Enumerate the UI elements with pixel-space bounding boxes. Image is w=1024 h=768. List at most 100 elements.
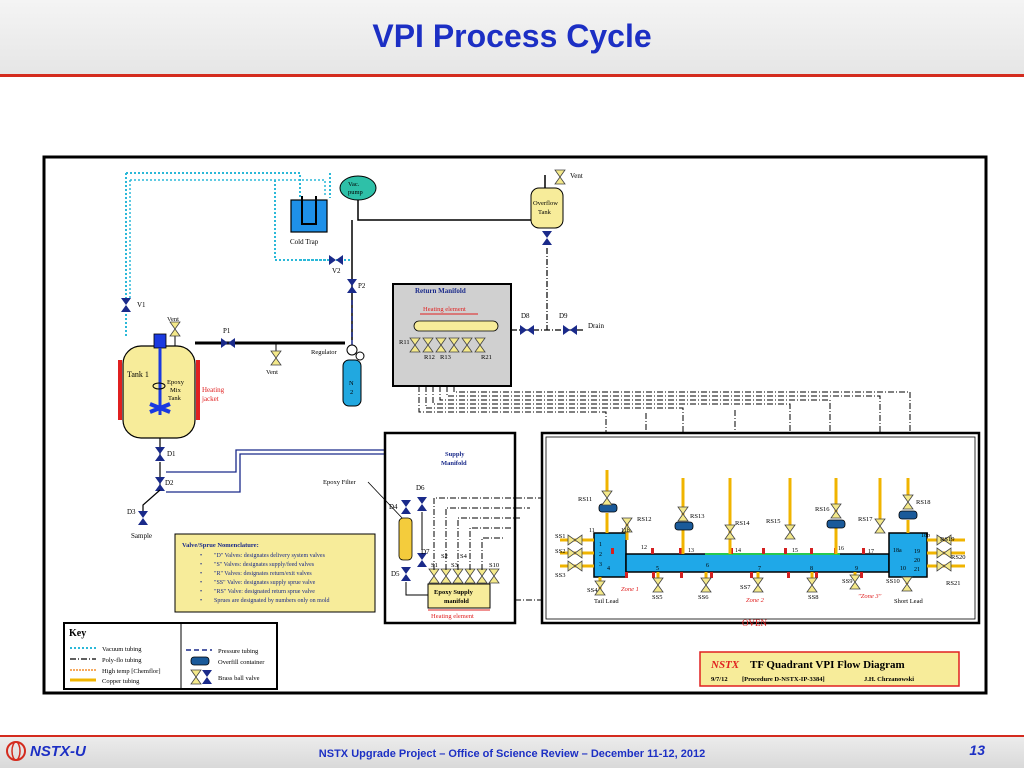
port-number: 21 bbox=[914, 567, 920, 573]
overflow-tank bbox=[530, 187, 564, 229]
label-ss5: SS5 bbox=[652, 594, 662, 601]
vac-pump-label-2: pump bbox=[348, 189, 363, 196]
key-item-overfill: Overfill container bbox=[218, 659, 265, 666]
label-d9: D9 bbox=[559, 312, 568, 320]
cold-trap bbox=[290, 199, 328, 233]
label-ss9: SS9 bbox=[842, 578, 852, 585]
mix-tank-label-1: Epoxy bbox=[167, 379, 185, 386]
label-r11: R11 bbox=[399, 339, 410, 346]
label-ss10: SS10 bbox=[886, 578, 900, 585]
key-item-polyflo: Poly-flo tubing bbox=[102, 657, 142, 664]
header-divider bbox=[0, 74, 1024, 77]
label-rs21: RS21 bbox=[946, 580, 960, 587]
label-d6: D6 bbox=[416, 484, 425, 492]
slide-footer bbox=[0, 737, 1024, 768]
label-r12: R12 bbox=[424, 354, 435, 361]
key-title: Key bbox=[69, 628, 86, 639]
mold-right-block bbox=[888, 532, 928, 578]
heating-element-top-label: Heating element bbox=[423, 306, 466, 313]
nomenclature-box bbox=[174, 533, 376, 613]
mix-tank-label-2: Mix bbox=[170, 387, 182, 394]
nomenclature-bullet: • bbox=[200, 598, 202, 604]
drain-label: Drain bbox=[588, 322, 604, 330]
regulator-label: Regulator bbox=[311, 349, 337, 356]
label-rs20: RS20 bbox=[951, 554, 965, 561]
zone-3-label: "Zone 3" bbox=[858, 593, 882, 600]
port-number: 16 bbox=[838, 546, 844, 552]
sample-label: Sample bbox=[131, 532, 152, 540]
epoxy-filter bbox=[398, 517, 413, 561]
label-ss3: SS3 bbox=[555, 572, 565, 579]
label-v2: V2 bbox=[332, 267, 341, 275]
label-d1: D1 bbox=[167, 450, 176, 458]
n2-label-1: N bbox=[349, 380, 354, 387]
key-box bbox=[63, 622, 278, 690]
overflow-label-1: Overflow bbox=[533, 200, 558, 207]
port-number: 5 bbox=[656, 566, 659, 572]
label-r21: R21 bbox=[481, 354, 492, 361]
return-manifold-box bbox=[392, 283, 512, 387]
label-d8: D8 bbox=[521, 312, 530, 320]
title-block-date: 9/7/12 bbox=[711, 676, 728, 683]
mix-tank-label-3: Tank bbox=[168, 395, 182, 402]
nomenclature-item: "RS" Valve: designated return sprue valv… bbox=[214, 589, 315, 595]
port-number: 1 bbox=[599, 542, 602, 548]
heating-jacket-label-1: Heating bbox=[202, 386, 225, 394]
nomenclature-bullet: • bbox=[200, 571, 202, 577]
key-item-vacuum: Vacuum tubing bbox=[102, 646, 142, 653]
mold-left-block bbox=[593, 532, 627, 578]
title-block-procedure: [Procedure D-NSTX-IP-3384] bbox=[742, 676, 825, 683]
port-number: 4 bbox=[607, 566, 610, 572]
cold-trap-label: Cold Trap bbox=[290, 238, 319, 246]
zone-1-label: Zone 1 bbox=[621, 586, 639, 593]
key-item-copper: Copper tubing bbox=[102, 678, 140, 685]
label-d2: D2 bbox=[165, 479, 174, 487]
nomenclature-item: "SS" Valve: designates supply sprue valv… bbox=[214, 580, 316, 586]
epoxy-filter-label: Epoxy Filter bbox=[323, 479, 357, 486]
vac-pump-label-1: Vac. bbox=[348, 181, 360, 188]
footer-divider bbox=[0, 735, 1024, 737]
title-block-nstx: NSTX bbox=[710, 659, 740, 671]
title-block-title: TF Quadrant VPI Flow Diagram bbox=[750, 659, 905, 671]
port-number: 6 bbox=[706, 563, 709, 569]
port-number: 14 bbox=[735, 548, 741, 554]
epoxy-supply-label-1: Epoxy Supply bbox=[434, 589, 474, 596]
key-item-pressure: Pressure tubing bbox=[218, 648, 259, 655]
tank-1-label: Tank 1 bbox=[127, 370, 149, 379]
label-rs19: RS19 bbox=[940, 536, 954, 543]
port-number: 19 bbox=[914, 549, 920, 555]
port-number: 17 bbox=[868, 549, 874, 555]
zone-2-label: Zone 2 bbox=[746, 597, 765, 604]
nomenclature-bullet: • bbox=[200, 589, 202, 595]
heating-element-bottom-label: Heating element bbox=[431, 613, 474, 620]
label-s2: S2 bbox=[441, 553, 448, 560]
port-number: 11 bbox=[589, 528, 595, 534]
slide-header bbox=[0, 0, 1024, 74]
label-s3: S3 bbox=[451, 562, 458, 569]
port-number: 13 bbox=[688, 548, 694, 554]
port-number: 18b bbox=[921, 533, 930, 539]
label-rs11: RS11 bbox=[578, 496, 592, 503]
label-vent-overflow: Vent bbox=[570, 172, 583, 180]
nstx-logo-icon bbox=[6, 741, 26, 761]
epoxy-supply-label-2: manifold bbox=[444, 598, 469, 605]
label-d3: D3 bbox=[127, 508, 136, 516]
port-number: 10 bbox=[900, 566, 906, 572]
label-s10: S10 bbox=[489, 562, 499, 569]
n2-cylinder bbox=[342, 359, 362, 407]
overfill-rs16 bbox=[826, 519, 846, 529]
port-number: 20 bbox=[914, 558, 920, 564]
label-d5: D5 bbox=[391, 570, 400, 578]
label-d4: D4 bbox=[389, 503, 398, 511]
nomenclature-item: "D" Valves: designates delivery system v… bbox=[214, 553, 326, 559]
label-v1: V1 bbox=[137, 301, 146, 309]
port-number: 2 bbox=[599, 552, 602, 558]
short-lead-label: Short Lead bbox=[894, 598, 923, 605]
label-rs12: RS12 bbox=[637, 516, 651, 523]
page-number: 13 bbox=[969, 742, 985, 758]
label-rs14: RS14 bbox=[735, 520, 750, 527]
port-number: 7 bbox=[758, 566, 761, 572]
slide-title: VPI Process Cycle bbox=[372, 18, 652, 54]
